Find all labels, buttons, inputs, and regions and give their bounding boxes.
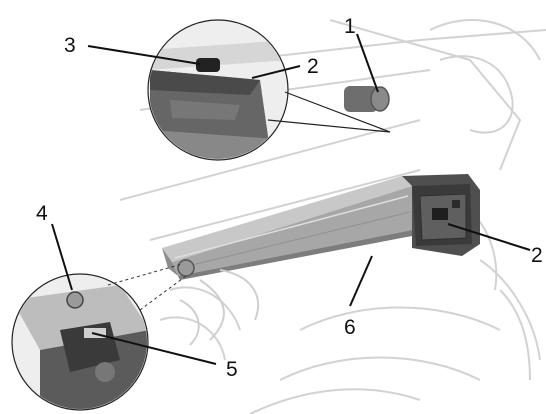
callout-5: 5 — [226, 358, 238, 381]
inset-bottom-detail — [11, 273, 149, 411]
callout-4: 4 — [36, 202, 48, 225]
callout-6: 6 — [344, 316, 356, 339]
battery-pack — [162, 174, 480, 280]
hand-sketch — [179, 269, 260, 346]
callout-2-battery: 2 — [531, 244, 543, 267]
callout-3: 3 — [64, 34, 76, 57]
inset-top-detail — [147, 19, 289, 161]
frame-lock-connector — [344, 86, 390, 112]
battery-contact — [177, 259, 195, 277]
callout-1: 1 — [344, 15, 356, 38]
leader-lines — [51, 33, 531, 365]
bike-frame-sketch — [119, 19, 546, 414]
callout-2-inset: 2 — [307, 55, 319, 78]
